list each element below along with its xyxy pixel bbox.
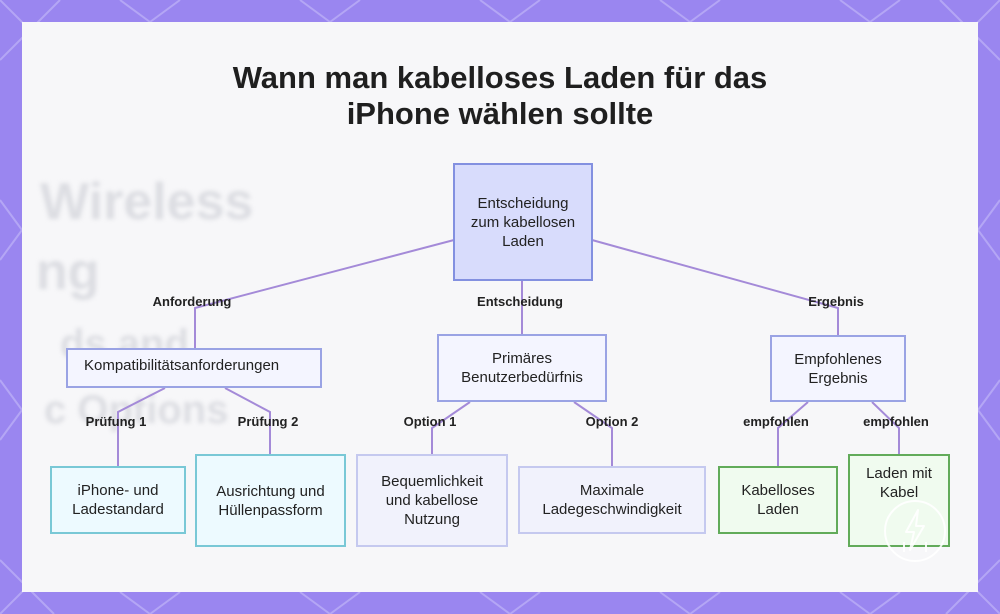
node-iphone-standard: iPhone- und Ladestandard [50, 466, 186, 534]
diagram-title: Wann man kabelloses Laden für das iPhone… [0, 60, 1000, 132]
edge-label-option-2: Option 2 [585, 414, 639, 429]
edge-primary-to-convenience [431, 401, 471, 454]
node-max-charging-speed: Maximale Ladegeschwindigkeit [518, 466, 706, 534]
edge-label-option-1: Option 1 [403, 414, 457, 429]
node-root-decision: Entscheidung zum kabellosen Laden [453, 163, 593, 281]
edge-root-to-recommended [591, 239, 839, 335]
edge-compat-to-iphone [117, 387, 166, 466]
edge-label-recommended-right: empfohlen [863, 414, 929, 429]
edge-label-requirement: Anforderung [152, 294, 232, 309]
edge-recommended-to-wireless [777, 401, 809, 466]
title-line-1: Wann man kabelloses Laden für das [232, 60, 768, 95]
edge-label-check-1: Prüfung 1 [85, 414, 147, 429]
background-ghost-text-4: c Options [44, 388, 229, 432]
edge-recommended-to-cable [871, 401, 900, 454]
node-convenience-wireless: Bequemlichkeit und kabellose Nutzung [356, 454, 508, 547]
node-compatibility-requirements: Kompatibilitätsanforderungen [66, 348, 322, 388]
node-wireless-charging: Kabelloses Laden [718, 466, 838, 534]
edge-primary-to-speed [573, 401, 613, 466]
node-alignment-case-fit: Ausrichtung und Hüllenpassform [195, 454, 346, 547]
edge-compat-to-alignment [224, 387, 271, 454]
edge-label-decision: Entscheidung [477, 294, 563, 309]
background-ghost-text-1: Wireless [40, 173, 254, 231]
node-primary-user-need: Primäres Benutzerbedürfnis [437, 334, 607, 402]
node-cable-charging: Laden mit Kabel [848, 454, 950, 547]
background-ghost-text-2: ng [36, 243, 100, 301]
edge-label-recommended-left: empfohlen [743, 414, 809, 429]
lightning-plug-icon [884, 500, 946, 562]
node-recommended-result: Empfohlenes Ergebnis [770, 335, 906, 402]
edge-label-check-2: Prüfung 2 [237, 414, 299, 429]
title-line-2: iPhone wählen sollte [346, 96, 654, 131]
edge-root-to-compat [194, 239, 455, 348]
edge-label-result: Ergebnis [808, 294, 864, 309]
